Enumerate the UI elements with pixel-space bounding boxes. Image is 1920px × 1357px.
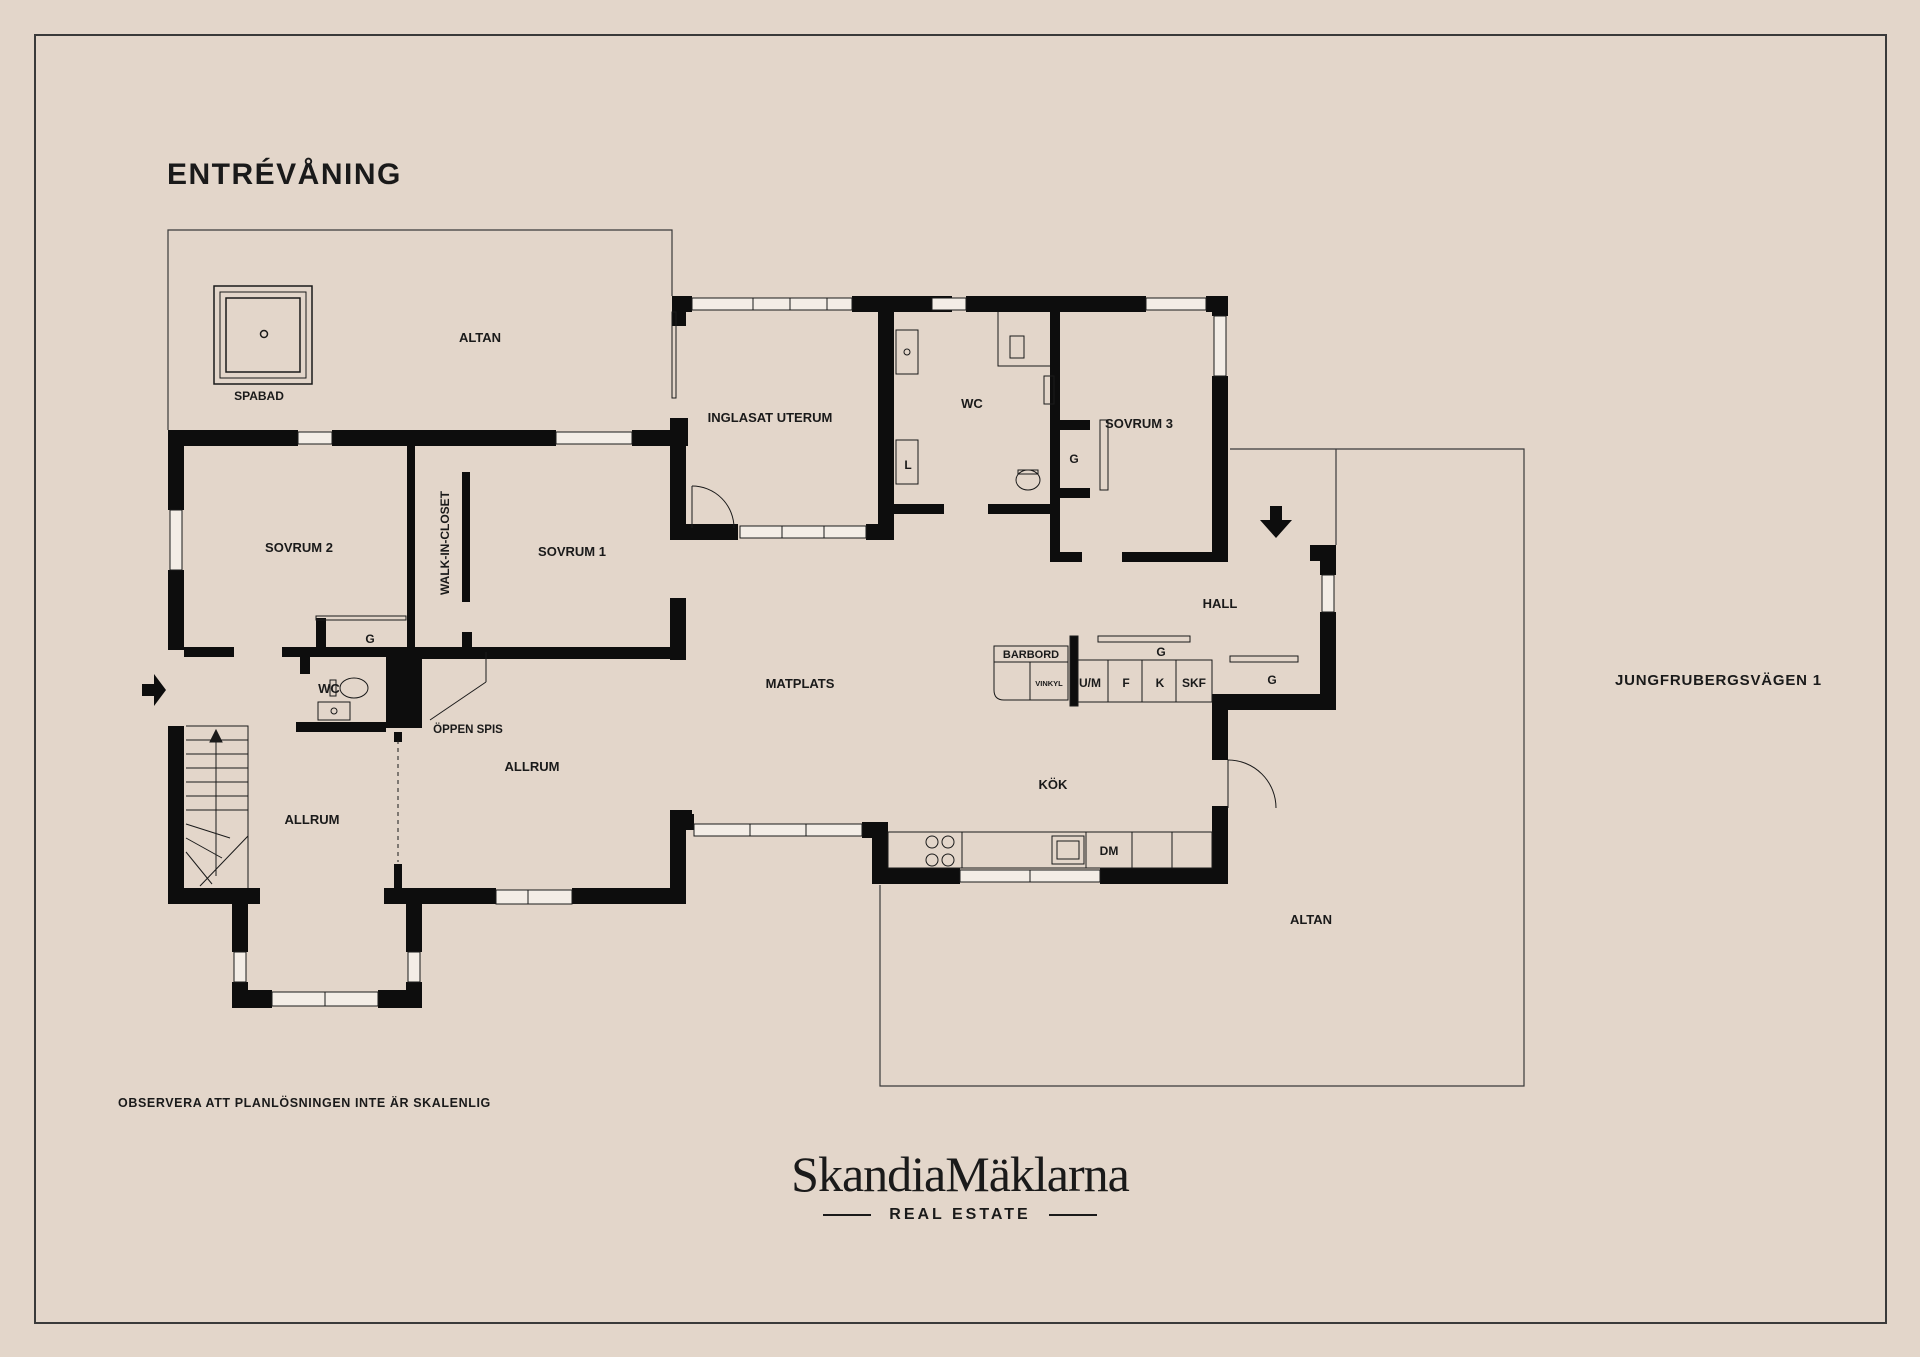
room-allrum-center: ALLRUM	[505, 759, 560, 774]
room-labels: ALTAN SPABAD INGLASAT UTERUM WC SOVRUM 3…	[234, 330, 1332, 927]
room-inglasat-uterum: INGLASAT UTERUM	[708, 410, 833, 425]
spabad-icon	[213, 285, 313, 385]
floor-title: ENTRÉVÅNING	[167, 158, 402, 191]
tagline-right-rule	[1048, 1213, 1097, 1216]
fixture-labels: G G L BARBORD VINKYL G G U/M F K SKF DM	[365, 452, 1276, 858]
windows	[169, 297, 1335, 1007]
label-l: L	[904, 458, 911, 472]
altan-right-outline	[879, 448, 1525, 1087]
altan-top-outline	[167, 229, 673, 430]
entrance-arrows	[142, 506, 1292, 706]
room-wc-lower: WC	[318, 681, 340, 696]
label-g-kitchen: G	[1156, 645, 1165, 659]
label-g-hall: G	[1267, 673, 1276, 687]
room-walk-in-closet: WALK-IN-CLOSET	[438, 490, 452, 595]
address-label: JUNGFRUBERGSVÄGEN 1	[1615, 672, 1822, 689]
scale-note: OBSERVERA ATT PLANLÖSNINGEN INTE ÄR SKAL…	[118, 1096, 491, 1110]
label-barbord: BARBORD	[1003, 649, 1059, 661]
room-spabad: SPABAD	[234, 389, 284, 403]
fixtures	[315, 312, 1299, 869]
walls	[168, 296, 1336, 1008]
tagline-text: REAL ESTATE	[889, 1206, 1031, 1223]
brand-tagline: REAL ESTATE	[0, 1206, 1920, 1224]
doors	[397, 311, 1277, 862]
tagline-left-rule	[823, 1213, 872, 1216]
label-skf: SKF	[1182, 676, 1206, 690]
room-sovrum1: SOVRUM 1	[538, 544, 606, 559]
label-g-sovrum3: G	[1069, 452, 1078, 466]
brand-logo: SkandiaMäklarna	[791, 1146, 1130, 1202]
room-kok: KÖK	[1039, 777, 1069, 792]
room-matplats: MATPLATS	[766, 676, 835, 691]
deck-outlines	[167, 229, 1525, 1087]
label-um: U/M	[1079, 676, 1101, 690]
label-vinkyl: VINKYL	[1035, 679, 1063, 688]
label-f: F	[1122, 676, 1129, 690]
room-altan-right: ALTAN	[1290, 912, 1332, 927]
room-sovrum3: SOVRUM 3	[1105, 416, 1173, 431]
room-oppen-spis: ÖPPEN SPIS	[433, 723, 503, 736]
label-g-sovrum2: G	[365, 632, 374, 646]
room-hall: HALL	[1203, 596, 1238, 611]
staircase	[185, 725, 249, 888]
room-sovrum2: SOVRUM 2	[265, 540, 333, 555]
room-wc-upper: WC	[961, 396, 983, 411]
page-border	[34, 34, 1887, 1324]
room-allrum-left: ALLRUM	[285, 812, 340, 827]
window-mullions	[324, 298, 1031, 1006]
room-altan-top: ALTAN	[459, 330, 501, 345]
label-dm: DM	[1100, 844, 1119, 858]
label-k: K	[1156, 676, 1165, 690]
